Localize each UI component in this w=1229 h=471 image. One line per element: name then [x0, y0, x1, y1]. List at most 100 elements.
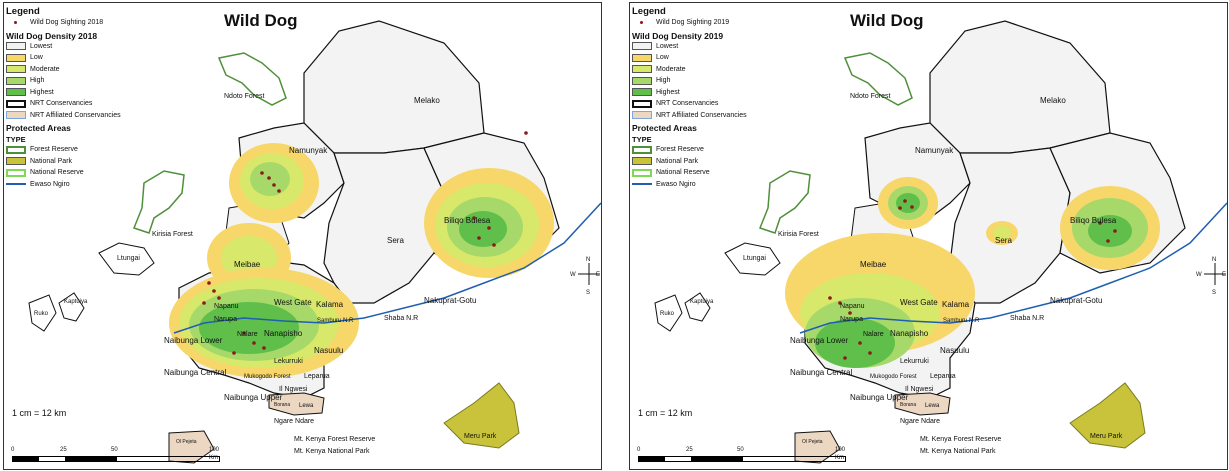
compass-e: E	[1222, 272, 1226, 278]
label-naibunga-upper: Naibunga Upper	[224, 393, 283, 402]
legend-national-park: National Park	[6, 156, 138, 168]
scale-text: 1 cm = 12 km	[12, 408, 67, 418]
label-shaba: Shaba N.R	[384, 315, 418, 322]
label-melako: Melako	[1040, 96, 1066, 105]
label-nakuprat: Nakuprat-Gotu	[424, 296, 476, 305]
scale-bar	[638, 456, 846, 462]
swatch-national-park	[6, 157, 26, 166]
melako-conservancy	[929, 20, 1111, 154]
label-lekurruki: Lekurruki	[274, 358, 303, 365]
label-ol-pejeta: Ol Pejeta	[802, 439, 823, 445]
legend-high: High	[632, 75, 764, 87]
label-melako: Melako	[414, 96, 440, 105]
label-naibunga-lower: Naibunga Lower	[164, 336, 223, 345]
sightings-2018	[202, 131, 528, 355]
legend-national-reserve: National Reserve	[6, 167, 138, 179]
swatch-forest-reserve	[6, 145, 26, 154]
scale-tick-0: 0	[637, 447, 641, 453]
label-naibunga-upper: Naibunga Upper	[850, 393, 909, 402]
label-leparua: Leparua	[930, 373, 956, 380]
swatch-national-park	[632, 157, 652, 166]
label-borana: Borana	[900, 402, 916, 408]
label-ltungai: Ltungai	[117, 255, 140, 262]
label-ndoto: Ndoto Forest	[224, 93, 265, 100]
compass-w: W	[1196, 272, 1202, 278]
legend-forest-reserve: Forest Reserve	[632, 144, 764, 156]
label-meibae: Meibae	[234, 260, 261, 269]
label-mt-kenya-fr: Mt. Kenya Forest Reserve	[294, 436, 375, 443]
label-lekurruki: Lekurruki	[900, 358, 929, 365]
label-shaba: Shaba N.R	[1010, 315, 1044, 322]
scale-tick-50: 50	[737, 447, 744, 453]
melako-conservancy	[303, 20, 485, 154]
sera-conservancy	[323, 147, 445, 304]
swatch-highest	[632, 88, 652, 97]
legend-nrt: NRT Conservancies	[632, 98, 764, 110]
swatch-lowest	[6, 42, 26, 51]
label-nalare: Nalare	[863, 331, 884, 338]
legend-national-park: National Park	[632, 156, 764, 168]
scale-text: 1 cm = 12 km	[638, 408, 693, 418]
swatch-national-reserve	[6, 168, 26, 177]
label-leparua: Leparua	[304, 373, 330, 380]
label-ol-pejeta: Ol Pejeta	[176, 439, 197, 445]
sighting-swatch	[632, 19, 652, 27]
density-2018	[169, 143, 554, 378]
swatch-nrt-affiliated	[632, 111, 652, 120]
label-ngare: Ngare Ndare	[900, 418, 940, 425]
label-sera: Sera	[387, 236, 404, 245]
map-title: Wild Dog	[224, 11, 298, 30]
label-napanu: Napanu	[840, 303, 865, 310]
label-ilngwesi: Il Ngwesi	[279, 386, 308, 393]
legend-nrt: NRT Conservancies	[6, 98, 138, 110]
label-samburu: Samburu N.R	[317, 318, 354, 324]
swatch-low	[6, 53, 26, 62]
legend-type-label: TYPE	[632, 135, 652, 144]
legend-highest: Highest	[632, 87, 764, 99]
label-ruko: Ruko	[34, 311, 49, 317]
swatch-national-reserve	[632, 168, 652, 177]
label-naibunga-central: Naibunga Central	[790, 368, 852, 377]
legend: Legend Wild Dog Sighting 2018 Wild Dog D…	[6, 5, 138, 190]
legend-moderate: Moderate	[6, 64, 138, 76]
sightings-2019	[828, 199, 1117, 360]
label-naibunga-central: Naibunga Central	[164, 368, 226, 377]
label-meru: Meru Park	[1090, 433, 1123, 440]
swatch-nrt	[6, 99, 26, 108]
ltungai-area	[98, 242, 155, 276]
label-lewa: Lewa	[925, 403, 940, 409]
label-westgate: West Gate	[274, 298, 312, 307]
label-nalare: Nalare	[237, 331, 258, 338]
label-ngare: Ngare Ndare	[274, 418, 314, 425]
meru-park	[443, 382, 520, 449]
label-nakuprat: Nakuprat-Gotu	[1050, 296, 1102, 305]
legend-sighting: Wild Dog Sighting 2019	[632, 17, 764, 29]
label-kalama: Kalama	[942, 300, 970, 309]
label-ltungai: Ltungai	[743, 255, 766, 262]
label-biliqo: Biliqo Bulesa	[444, 216, 491, 225]
legend-heading: Legend	[632, 6, 666, 17]
map-title: Wild Dog	[850, 11, 924, 30]
label-namunyak: Namunyak	[915, 146, 954, 155]
swatch-river	[632, 180, 652, 188]
legend: Legend Wild Dog Sighting 2019 Wild Dog D…	[632, 5, 764, 190]
legend-heading: Legend	[6, 6, 40, 17]
label-kaptuiya: Kaptuiya	[690, 299, 714, 305]
label-kirisia: Kirisia Forest	[152, 231, 193, 238]
legend-density-title: Wild Dog Density 2019	[632, 30, 724, 41]
borana-lewa	[894, 392, 951, 416]
scale-tick-100: 100	[835, 447, 846, 453]
legend-protected-title: Protected Areas	[632, 123, 697, 133]
scale-bar	[12, 456, 220, 462]
legend-lowest: Lowest	[632, 41, 764, 53]
ruko-area	[28, 294, 57, 332]
borana-lewa	[268, 392, 325, 416]
label-meibae: Meibae	[860, 260, 887, 269]
label-namunyak: Namunyak	[289, 146, 328, 155]
label-borana: Borana	[274, 402, 290, 408]
legend-low: Low	[632, 52, 764, 64]
legend-highest: Highest	[6, 87, 138, 99]
swatch-highest	[6, 88, 26, 97]
map-canvas: N S W E Ndoto Forest Melako Namunyak Kir…	[654, 20, 1227, 464]
swatch-lowest	[632, 42, 652, 51]
